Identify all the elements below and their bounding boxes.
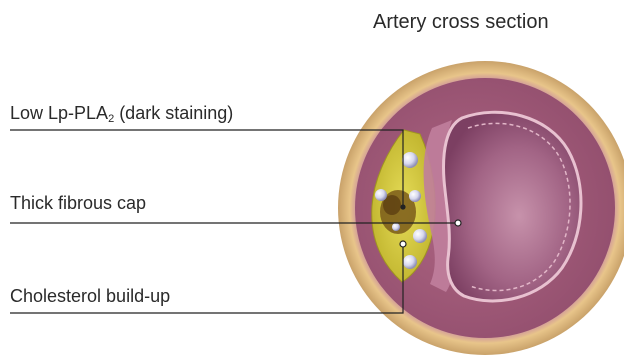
label-low-lp-suffix: (dark staining) bbox=[114, 103, 233, 123]
lipid-droplet bbox=[402, 152, 418, 168]
label-cholesterol-build-up: Cholesterol build-up bbox=[10, 286, 170, 306]
leader-dot-cholesterol bbox=[400, 241, 406, 247]
diagram-title: Artery cross section bbox=[373, 12, 549, 32]
lipid-droplet bbox=[375, 189, 387, 201]
leader-dot-fibrous-cap bbox=[455, 220, 461, 226]
lipid-droplet bbox=[409, 190, 421, 202]
leader-dot-low-lp bbox=[400, 204, 405, 209]
label-fibrous-cap: Thick fibrous cap bbox=[10, 193, 146, 213]
lipid-droplet bbox=[392, 223, 400, 231]
label-low-lp-prefix: Low Lp-PLA bbox=[10, 103, 108, 123]
label-low-lp-pla2: Low Lp-PLA2 (dark staining) bbox=[10, 103, 233, 129]
lipid-droplet bbox=[403, 255, 417, 269]
lipid-droplet bbox=[413, 229, 427, 243]
